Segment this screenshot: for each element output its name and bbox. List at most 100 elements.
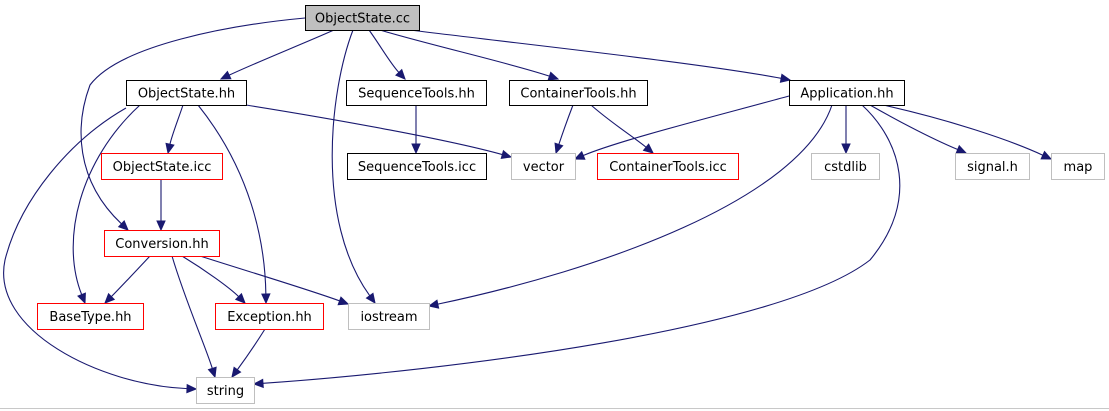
edge-objectstate-cc-to-containertools-hh (379, 29, 560, 81)
edge-line (72, 104, 141, 295)
edge-line (199, 255, 340, 302)
node-sequencetools-hh[interactable]: SequenceTools.hh (346, 80, 487, 106)
node-box (101, 153, 223, 180)
edge-conversion-hh-to-iostream (199, 255, 350, 306)
node-box (104, 230, 220, 257)
edge-line (583, 95, 790, 157)
arrowhead (261, 293, 271, 305)
node-objectstate-hh[interactable]: ObjectState.hh (126, 80, 247, 106)
node-string: string (196, 377, 255, 404)
arrowhead (207, 366, 217, 379)
edge-line (882, 104, 1044, 156)
edge-objectstate-hh-to-string (3, 107, 198, 394)
edge-line (558, 104, 574, 145)
edge-line (869, 104, 958, 151)
edge-containertools-hh-to-containertools-icc (590, 104, 654, 154)
edge-line (245, 104, 503, 156)
arrowhead (365, 292, 376, 304)
edge-objectstate-cc-to-conversion-hh (80, 17, 306, 231)
edge-objectstate-icc-to-conversion-hh (156, 179, 166, 232)
node-label: cstdlib (824, 160, 867, 175)
edge-line (331, 29, 371, 297)
edge-application-hh-to-cstdlib (841, 105, 851, 155)
edge-application-hh-to-string (252, 104, 901, 389)
edge-line (110, 255, 151, 298)
bottom-divider (0, 408, 1109, 409)
node-containertools-hh[interactable]: ContainerTools.hh (509, 80, 648, 106)
node-objectstate-icc[interactable]: ObjectState.icc (101, 153, 223, 180)
edge-sequencetools-hh-to-sequencetools-icc (411, 104, 421, 155)
node-box (347, 153, 487, 180)
edge-objectstate-cc-to-application-hh (409, 29, 792, 83)
node-cstdlib: cstdlib (811, 153, 880, 180)
arrowhead (395, 68, 406, 80)
edge-layer (3, 17, 1053, 394)
node-label: string (207, 384, 244, 399)
node-box (597, 153, 739, 180)
node-label: BaseType.hh (49, 310, 131, 325)
node-objectstate-cc[interactable]: ObjectState.cc (305, 5, 420, 31)
node-label: Conversion.hh (115, 237, 209, 252)
arrowhead (337, 296, 350, 306)
node-label: ContainerTools.icc (609, 160, 727, 175)
arrowhead (1040, 150, 1053, 160)
edge-line (437, 104, 833, 305)
edge-exception-hh-to-string (231, 328, 266, 378)
arrowhead (500, 149, 513, 160)
arrowhead (573, 150, 586, 160)
edge-line (80, 17, 306, 225)
arrowhead (779, 73, 792, 83)
node-label: SequenceTools.hh (358, 87, 475, 102)
node-sequencetools-icc[interactable]: SequenceTools.icc (347, 153, 487, 180)
arrowhead (411, 143, 421, 155)
edge-objectstate-cc-to-sequencetools-hh (368, 29, 406, 80)
node-box (37, 303, 144, 330)
edge-line (379, 29, 550, 77)
node-label: Exception.hh (227, 310, 312, 325)
arrowhead (219, 70, 232, 80)
node-exception-hh[interactable]: Exception.hh (215, 303, 324, 330)
node-label: ObjectState.cc (315, 12, 410, 27)
node-vector: vector (511, 153, 576, 180)
edge-line (409, 29, 782, 79)
node-box (509, 80, 648, 106)
node-box (811, 153, 880, 180)
arrowhead (165, 142, 175, 155)
node-conversion-hh[interactable]: Conversion.hh (104, 230, 220, 257)
edge-objectstate-hh-to-basetype-hh (72, 104, 141, 305)
node-box (346, 80, 487, 106)
edge-line (169, 104, 184, 145)
node-label: iostream (360, 310, 417, 325)
node-box (215, 303, 324, 330)
edge-conversion-hh-to-exception-hh (181, 255, 246, 304)
edge-application-hh-to-signal-h (869, 104, 968, 154)
node-containertools-icc[interactable]: ContainerTools.icc (597, 153, 739, 180)
arrowhead (117, 220, 129, 231)
arrowhead (77, 292, 86, 305)
arrowhead (186, 383, 198, 394)
edge-objectstate-hh-to-exception-hh (197, 104, 271, 305)
arrowhead (156, 220, 166, 232)
node-box (126, 80, 247, 106)
edge-objectstate-cc-to-objectstate-hh (219, 29, 335, 80)
edge-line (3, 107, 188, 390)
node-basetype-hh[interactable]: BaseType.hh (37, 303, 144, 330)
edge-line (262, 104, 901, 384)
node-box (511, 153, 576, 180)
edge-line (236, 328, 266, 371)
edge-conversion-hh-to-basetype-hh (104, 255, 151, 304)
edge-objectstate-cc-to-iostream (331, 29, 376, 304)
node-label: vector (523, 160, 565, 175)
node-iostream: iostream (348, 303, 430, 330)
arrowhead (841, 143, 851, 155)
node-map: map (1051, 153, 1105, 180)
node-label: Application.hh (800, 87, 893, 102)
edge-objectstate-hh-to-objectstate-icc (165, 104, 184, 155)
node-label: SequenceTools.icc (358, 160, 476, 175)
arrowhead (955, 144, 968, 154)
edge-conversion-hh-to-string (171, 255, 217, 379)
node-application-hh[interactable]: Application.hh (789, 80, 905, 106)
node-box (348, 303, 430, 330)
